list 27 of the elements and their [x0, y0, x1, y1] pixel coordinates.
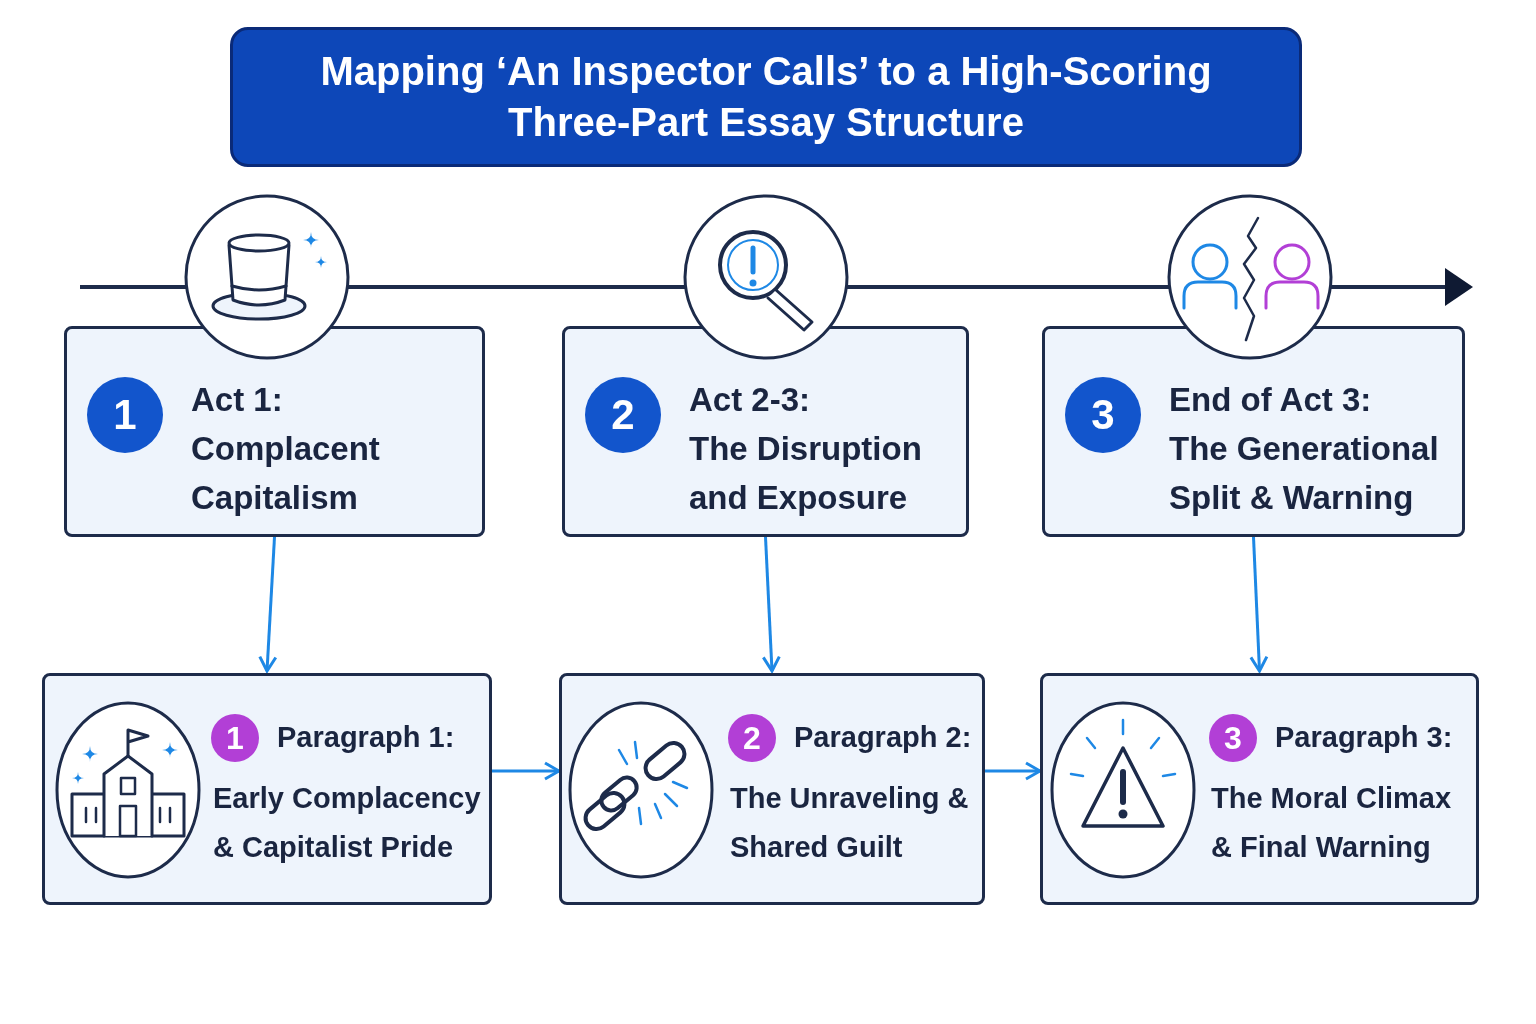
arrow — [761, 536, 781, 673]
number-badge: 1 — [87, 377, 163, 453]
arrow — [1249, 536, 1269, 673]
number-badge: 2 — [585, 377, 661, 453]
heading: End of Act 3: — [1169, 380, 1372, 420]
arrow — [985, 761, 1042, 781]
heading: Paragraph 2: — [794, 720, 972, 755]
arrow — [258, 536, 278, 673]
number-badge: 3 — [1065, 377, 1141, 453]
number-badge: 3 — [1209, 714, 1257, 762]
description: The Generational Split & Warning — [1169, 429, 1440, 518]
description: The Disruption and Exposure — [689, 429, 923, 518]
title-banner: Mapping ‘An Inspector Calls’ to a High-Scoring Three-Part Essay Structure — [230, 27, 1302, 167]
act-box — [64, 326, 485, 537]
act-box — [562, 326, 969, 537]
heading: Paragraph 3: — [1275, 720, 1453, 755]
description: The Unraveling & Shared Guilt — [730, 781, 970, 865]
description: Early Complacency & Capitalist Pride — [213, 781, 482, 865]
number-badge: 1 — [211, 714, 259, 762]
act-box — [1042, 326, 1465, 537]
description: Complacent Capitalism — [191, 429, 381, 518]
heading: Act 2-3: — [689, 380, 811, 420]
heading: Paragraph 1: — [277, 720, 455, 755]
number-badge: 2 — [728, 714, 776, 762]
heading: Act 1: — [191, 380, 283, 420]
arrow — [492, 761, 561, 781]
description: The Moral Climax & Final Warning — [1211, 781, 1453, 865]
